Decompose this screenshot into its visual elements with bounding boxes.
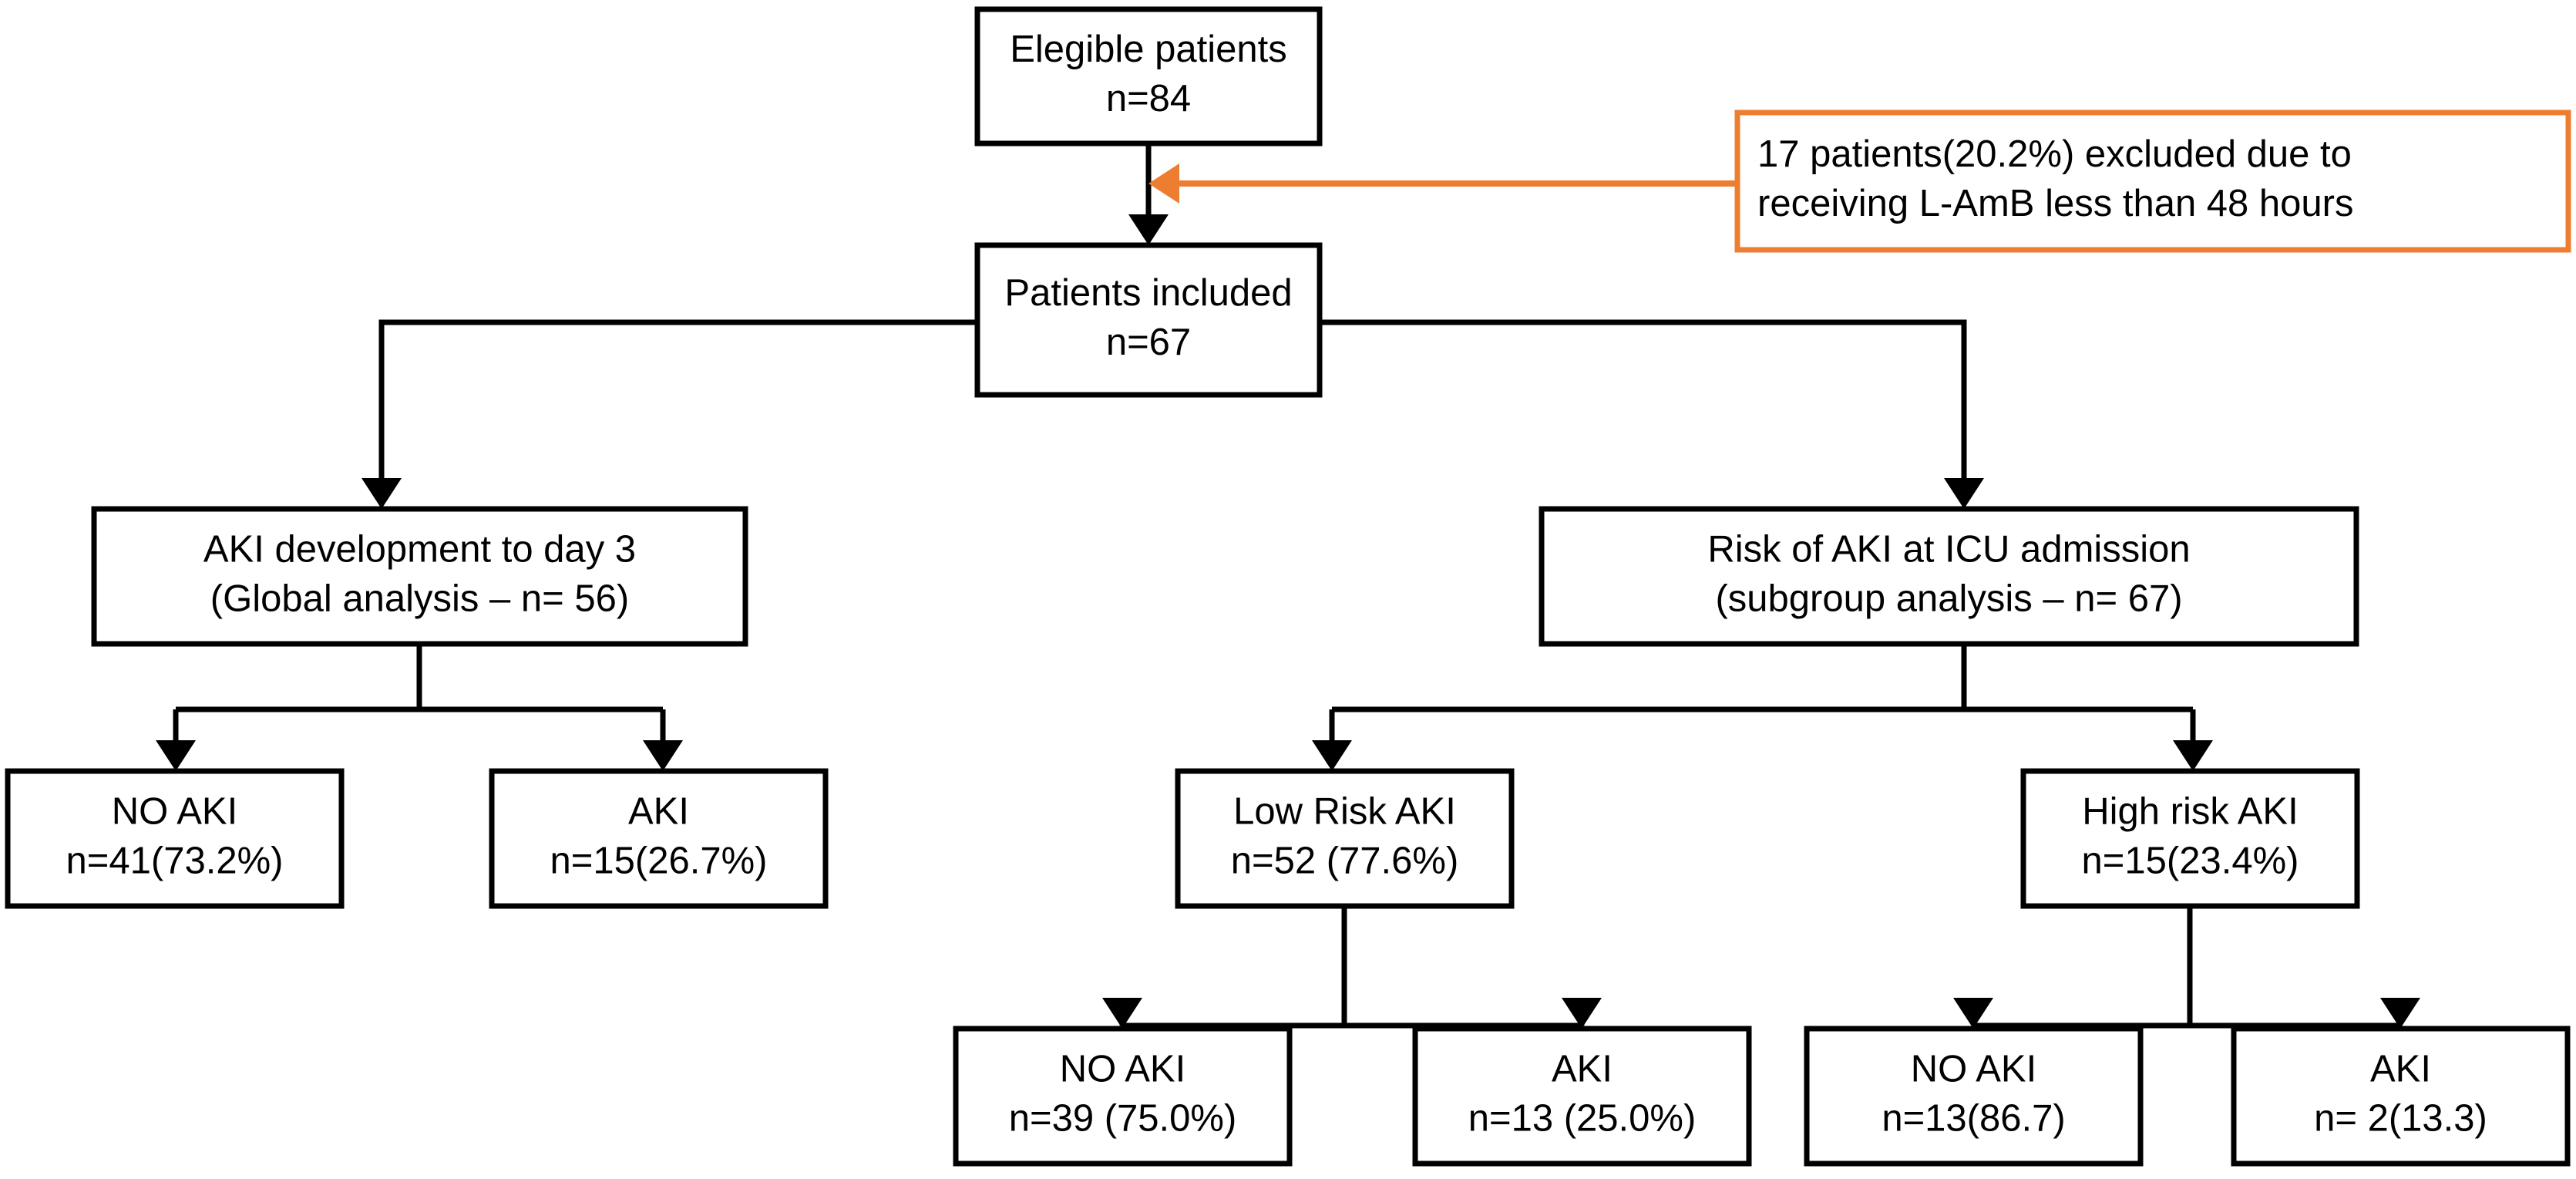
connector-eligible-to-included [1128, 143, 1169, 245]
connector-included-to-global-line [378, 319, 977, 503]
high-risk-aki-outcome-box-frame [2231, 1026, 2571, 1167]
low-risk-aki-box-line-2: n=52 (77.6%) [1231, 840, 1459, 881]
high-risk-aki-outcome-box-line-2: n= 2(13.3) [2314, 1097, 2487, 1139]
connector-global-split [156, 644, 683, 771]
low-risk-aki-outcome-box-frame [1412, 1026, 1752, 1167]
eligible-patients-box-frame [974, 6, 1323, 147]
low-risk-no-aki-box-frame [953, 1026, 1293, 1167]
excluded-patients-box-line-1: 17 patients(20.2%) excluded due to [1757, 133, 2352, 175]
arrowhead-down [643, 740, 683, 771]
risk-of-aki-box-line-2: (subgroup analysis – n= 67) [1715, 578, 2182, 619]
global-aki-box-frame [489, 768, 829, 909]
connector-high-risk-split [1953, 906, 2420, 1029]
global-no-aki-box-line-2: n=41(73.2%) [66, 840, 284, 881]
high-risk-aki-outcome-box-line-1: AKI [2370, 1048, 2431, 1090]
global-aki-box-line-1: AKI [628, 790, 689, 832]
high-risk-no-aki-box[interactable]: NO AKI n=13(86.7) [1804, 1026, 2144, 1167]
arrowhead-down [1953, 998, 1993, 1029]
aki-development-box-frame [91, 506, 748, 647]
connector-included-to-subgroup-line [1320, 319, 1967, 503]
global-aki-box-line-2: n=15(26.7%) [550, 840, 768, 881]
high-risk-aki-box-line-1: High risk AKI [2082, 790, 2298, 832]
node-layer: Elegible patients n=84 17 patients(20.2%) … [5, 6, 2571, 1167]
low-risk-aki-outcome-box-line-1: AKI [1552, 1048, 1613, 1090]
low-risk-no-aki-box[interactable]: NO AKI n=39 (75.0%) [953, 1026, 1293, 1167]
arrowhead-down [362, 478, 402, 509]
connector-high-risk-split-line [1973, 906, 2400, 1029]
high-risk-aki-outcome-box[interactable]: AKI n= 2(13.3) [2231, 1026, 2571, 1167]
aki-development-box[interactable]: AKI development to day 3 (Global analysis… [91, 506, 748, 647]
high-risk-aki-box-frame [2020, 768, 2360, 909]
low-risk-aki-box-line-1: Low Risk AKI [1233, 790, 1456, 832]
arrowhead-down [2173, 740, 2213, 771]
patients-included-box-line-2: n=67 [1106, 322, 1191, 363]
connector-layer [156, 143, 2420, 1029]
connector-global-split-line [173, 644, 666, 765]
global-no-aki-box-frame [5, 768, 345, 909]
excluded-patients-box-frame [1734, 109, 2571, 253]
eligible-patients-box-line-2: n=84 [1106, 78, 1191, 120]
connector-included-to-global [362, 319, 977, 509]
connector-included-to-subgroup [1320, 319, 1984, 509]
connector-subgroup-split-line [1329, 644, 2196, 765]
arrowhead-down [1944, 478, 1984, 509]
eligible-patients-box[interactable]: Elegible patients n=84 [974, 6, 1323, 147]
low-risk-aki-box-frame [1175, 768, 1515, 909]
aki-development-box-line-2: (Global analysis – n= 56) [210, 578, 629, 619]
low-risk-no-aki-box-line-1: NO AKI [1060, 1048, 1185, 1090]
high-risk-aki-box[interactable]: High risk AKI n=15(23.4%) [2020, 768, 2360, 909]
global-no-aki-box-line-1: NO AKI [112, 790, 237, 832]
connector-low-risk-split [1102, 906, 1602, 1029]
aki-development-box-line-1: AKI development to day 3 [203, 528, 636, 570]
excluded-patients-box-line-2: receiving L-AmB less than 48 hours [1757, 183, 2354, 224]
arrowhead-down [1102, 998, 1142, 1029]
patients-included-box[interactable]: Patients included n=67 [974, 242, 1323, 398]
patients-included-box-frame [974, 242, 1323, 398]
low-risk-aki-outcome-box[interactable]: AKI n=13 (25.0%) [1412, 1026, 1752, 1167]
global-no-aki-box[interactable]: NO AKI n=41(73.2%) [5, 768, 345, 909]
excluded-patients-box[interactable]: 17 patients(20.2%) excluded due to receiv… [1734, 109, 2571, 253]
arrowhead-down [1128, 214, 1169, 245]
high-risk-no-aki-box-line-1: NO AKI [1911, 1048, 2036, 1090]
arrowhead-left [1148, 163, 1179, 204]
eligible-patients-box-line-1: Elegible patients [1010, 29, 1287, 70]
arrowhead-down [1312, 740, 1352, 771]
risk-of-aki-box-line-1: Risk of AKI at ICU admission [1707, 528, 2190, 570]
high-risk-aki-box-line-2: n=15(23.4%) [2082, 840, 2299, 881]
arrowhead-down [2380, 998, 2420, 1029]
low-risk-aki-outcome-box-line-2: n=13 (25.0%) [1468, 1097, 1697, 1139]
low-risk-aki-box[interactable]: Low Risk AKI n=52 (77.6%) [1175, 768, 1515, 909]
high-risk-no-aki-box-line-2: n=13(86.7) [1882, 1097, 2065, 1139]
connector-subgroup-split [1312, 644, 2213, 771]
patients-included-box-line-1: Patients included [1004, 272, 1292, 314]
risk-of-aki-box-frame [1539, 506, 2359, 647]
arrowhead-down [156, 740, 196, 771]
global-aki-box[interactable]: AKI n=15(26.7%) [489, 768, 829, 909]
risk-of-aki-box[interactable]: Risk of AKI at ICU admission (subgroup an… [1539, 506, 2359, 647]
connector-low-risk-split-line [1119, 906, 1585, 1029]
arrowhead-down [1562, 998, 1602, 1029]
low-risk-no-aki-box-line-2: n=39 (75.0%) [1009, 1097, 1237, 1139]
connector-excluded-arrow [1148, 163, 1737, 204]
high-risk-no-aki-box-frame [1804, 1026, 2144, 1167]
